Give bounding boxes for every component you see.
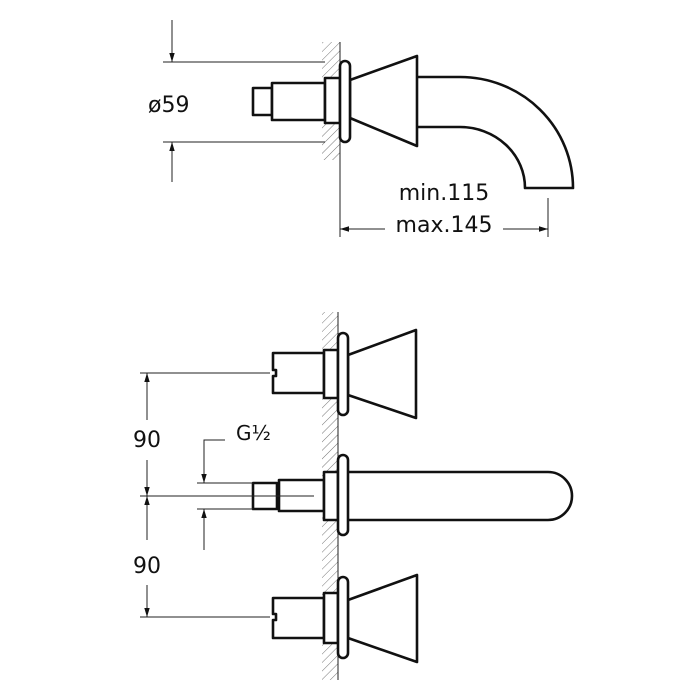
upper-valve <box>271 328 418 420</box>
projection-max-label: max.145 <box>396 213 493 238</box>
rosette <box>336 331 350 417</box>
valve-body <box>271 596 326 640</box>
flange <box>322 591 340 645</box>
flange <box>323 76 342 125</box>
projection-min-label: min.115 <box>399 181 489 206</box>
valve-body <box>271 351 326 395</box>
thread-label: G½ <box>236 421 271 445</box>
inlet-stub <box>251 86 274 117</box>
handle-cone <box>348 54 419 148</box>
lower-valve <box>271 573 419 664</box>
front-view: 90 90 G½ <box>133 312 574 680</box>
spout-assembly <box>140 453 574 537</box>
rosette <box>336 453 350 537</box>
diameter-label: ø59 <box>148 93 189 118</box>
spacing-upper-label: 90 <box>133 428 161 453</box>
spout <box>417 75 575 190</box>
top-view: ø59 min.115 max.145 <box>148 20 575 238</box>
dim-arrow-down <box>201 439 225 483</box>
flange <box>322 470 340 522</box>
spout <box>348 470 574 522</box>
valve-body <box>270 81 327 122</box>
rosette <box>336 575 350 660</box>
spacing-lower-label: 90 <box>133 554 161 579</box>
flange <box>322 348 340 400</box>
rosette <box>338 59 352 144</box>
handle-cone <box>346 328 418 420</box>
handle-cone <box>346 573 419 664</box>
